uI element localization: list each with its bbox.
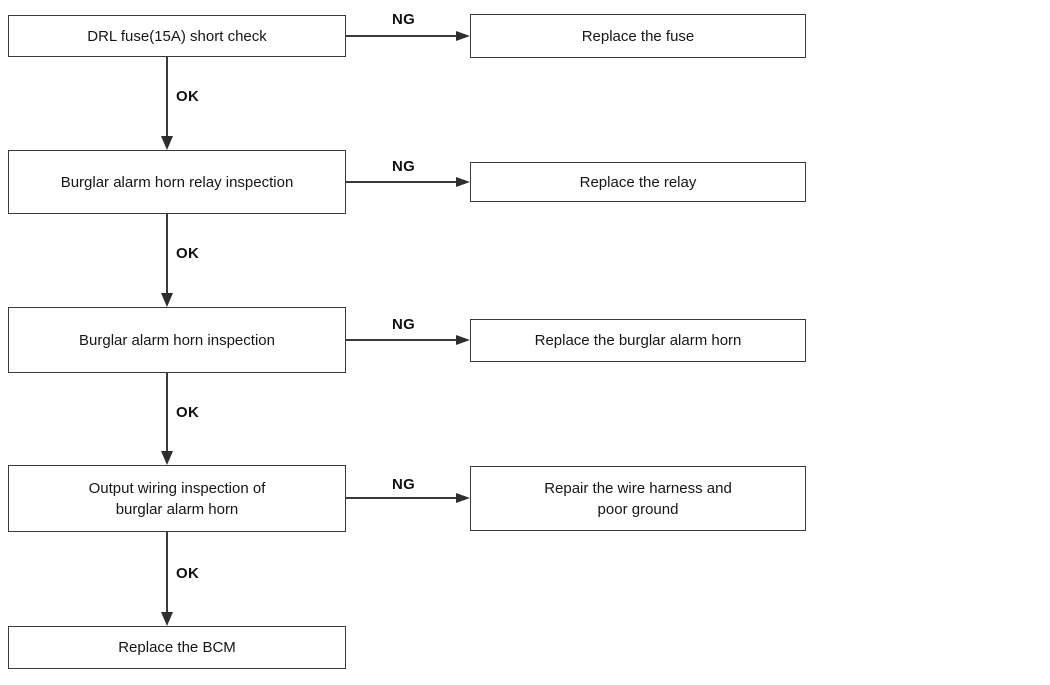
- ok-label: OK: [176, 245, 200, 262]
- ok-label: OK: [176, 88, 200, 105]
- box-replace-the-burglar-alarm-horn: Replace the burglar alarm horn: [470, 319, 806, 362]
- arrowhead-right-icon: [456, 177, 470, 187]
- box-label: Replace the burglar alarm horn: [534, 332, 742, 349]
- box-repair-wire-harness: Repair the wire harness and poor ground: [470, 466, 806, 531]
- box-label: Burglar alarm horn inspection: [79, 331, 275, 349]
- box-burglar-alarm-horn-relay-inspection: Burglar alarm horn relay inspection: [8, 150, 346, 214]
- connector-ng-4: [346, 497, 457, 499]
- box-label-line-2: burglar alarm horn: [115, 500, 239, 518]
- box-label: Replace the BCM: [118, 639, 236, 656]
- box-label: Burglar alarm horn relay inspection: [60, 173, 294, 191]
- box-label: Replace the relay: [579, 173, 697, 191]
- arrowhead-right-icon: [456, 493, 470, 503]
- box-replace-the-fuse: Replace the fuse: [470, 14, 806, 58]
- ok-label: OK: [176, 404, 200, 421]
- box-replace-the-bcm: Replace the BCM: [8, 626, 346, 669]
- box-replace-the-relay: Replace the relay: [470, 162, 806, 202]
- box-label-line-1: Repair the wire harness and: [544, 479, 732, 497]
- ng-label: NG: [392, 158, 416, 175]
- connector-ok-4: [166, 532, 168, 613]
- connector-ok-1: [166, 57, 168, 137]
- connector-ng-3: [346, 339, 457, 341]
- arrowhead-down-icon: [161, 451, 173, 465]
- ng-label: NG: [392, 476, 416, 493]
- ng-label: NG: [392, 316, 416, 333]
- arrowhead-down-icon: [161, 293, 173, 307]
- ok-label: OK: [176, 565, 200, 582]
- box-burglar-alarm-horn-inspection: Burglar alarm horn inspection: [8, 307, 346, 373]
- arrowhead-right-icon: [456, 31, 470, 41]
- connector-ng-2: [346, 181, 457, 183]
- connector-ok-3: [166, 373, 168, 452]
- connector-ng-1: [346, 35, 457, 37]
- box-output-wiring-inspection: Output wiring inspection of burglar alar…: [8, 465, 346, 532]
- connector-ok-2: [166, 214, 168, 294]
- box-label: Replace the fuse: [581, 27, 695, 45]
- box-label-line-1: Output wiring inspection of: [88, 479, 266, 497]
- arrowhead-down-icon: [161, 612, 173, 626]
- arrowhead-right-icon: [456, 335, 470, 345]
- arrowhead-down-icon: [161, 136, 173, 150]
- box-label-line-2: poor ground: [597, 500, 679, 518]
- ng-label: NG: [392, 11, 416, 28]
- box-label: DRL fuse(15A) short check: [87, 27, 267, 45]
- box-drl-fuse-short-check: DRL fuse(15A) short check: [8, 15, 346, 57]
